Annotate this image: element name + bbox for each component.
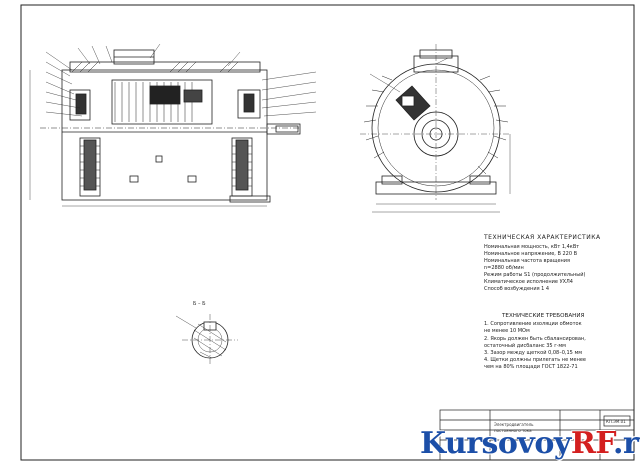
longitudinal-section-view [29, 43, 317, 207]
watermark-accent: RF [570, 426, 614, 461]
title-block [439, 409, 635, 461]
technical-requirements-title: ТЕХНИЧЕСКИЕ ТРЕБОВАНИЯ [502, 313, 585, 319]
req-line: 1. Сопротивление изоляции обмоток [484, 321, 582, 328]
section-label: Б – Б [193, 301, 206, 307]
req-line: 4. Щетки должны прилегать не менее [484, 357, 587, 364]
watermark-logo: KursovoyRF.ru [420, 426, 640, 461]
technical-requirements: ТЕХНИЧЕСКИЕ ТРЕБОВАНИЯ 1. Сопротивление … [484, 313, 634, 372]
stamp-title-line: Электродвигатель [494, 422, 534, 427]
technical-characteristics-title: ТЕХНИЧЕСКАЯ ХАРАКТЕРИСТИКА [484, 234, 601, 241]
tech-line: Климатическое исполнение УХЛ4 [484, 279, 573, 285]
sheet-border [20, 4, 635, 461]
section-b-b-view [175, 314, 238, 366]
stamp-code: КП.ЭМ.01 [606, 419, 626, 424]
req-line: не менее 10 МОм [484, 328, 530, 335]
end-view [360, 44, 511, 213]
stamp-title-line: постоянного тока [494, 428, 532, 433]
req-line: 2. Якорь должен быть сбалансирован, [484, 335, 586, 342]
tech-line: Номинальная частота вращения [484, 258, 571, 264]
technical-characteristics: ТЕХНИЧЕСКАЯ ХАРАКТЕРИСТИКА Номинальная м… [484, 234, 634, 293]
tech-line: Номинальная мощность, кВт 1,4кВт [484, 244, 580, 250]
tech-line: Номинальное напряжение, В 220 В [484, 251, 578, 257]
watermark-suffix: .ru [613, 426, 640, 461]
tech-line: Способ возбуждения 1 4 [484, 286, 550, 292]
req-line: остаточный дисбаланс 35 г·мм [484, 342, 566, 349]
req-line: чем на 80% площади ГОСТ 1822-71 [484, 364, 578, 371]
tech-line: n=2880 об/мин [484, 265, 524, 271]
tech-line: Режим работы S1 (продолжительный) [484, 272, 586, 278]
req-line: 3. Зазор между щеткой 0,08–0,15 мм [484, 350, 582, 357]
watermark-main: Kursovoy [420, 426, 571, 461]
